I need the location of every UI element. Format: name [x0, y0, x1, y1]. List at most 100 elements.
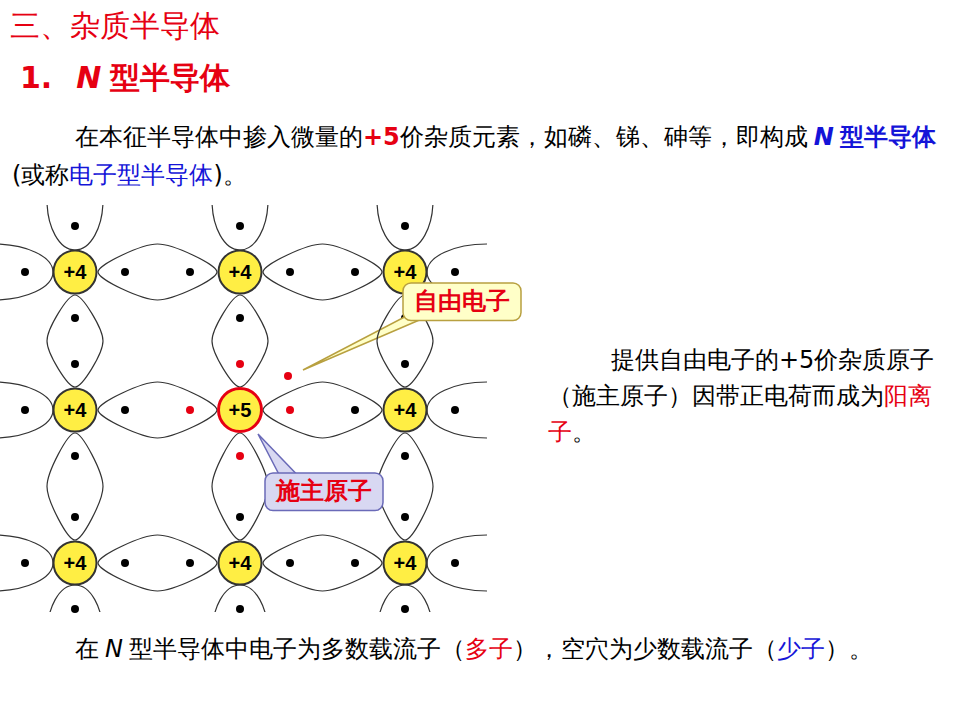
atom-circle: [384, 542, 427, 585]
electron-dot: [71, 513, 79, 521]
charge-label: +5: [229, 399, 252, 422]
electron-dot: [351, 268, 359, 276]
electron-dot: [401, 513, 409, 521]
atom-circle: [54, 251, 97, 294]
electron-dot: [286, 406, 294, 414]
charge-label: +4: [394, 261, 417, 284]
electron-dot: [236, 452, 244, 460]
body-text: 在本征半导体中掺入微量的: [75, 123, 363, 151]
covalent-bond: [377, 433, 433, 540]
note-text: 提供自由电子的+5价杂质原子（施主原子）因带正电荷而成为: [548, 346, 934, 410]
covalent-bond: [263, 244, 382, 300]
electron-dot: [121, 559, 129, 567]
electron-dot: [451, 406, 459, 414]
electron-dot: [21, 406, 29, 414]
atom-core: +4: [52, 540, 98, 586]
electron-dot: [236, 513, 244, 521]
body-text: +5: [363, 123, 400, 151]
bond-outline: [427, 382, 487, 438]
callout-text: 自由电子: [414, 288, 510, 316]
atom-core: +4: [52, 387, 98, 433]
electron-dot: [451, 268, 459, 276]
atom-circle: [219, 389, 262, 432]
electron-dot: [351, 406, 359, 414]
section-heading: 型半导体: [110, 60, 230, 95]
charge-label: +4: [229, 552, 252, 575]
atom-core: +4: [52, 249, 98, 295]
bond-outline: [0, 244, 53, 300]
electron-dot: [286, 559, 294, 567]
bond-outline: [47, 585, 103, 612]
electron-dot: [121, 268, 129, 276]
electron-dot: [121, 406, 129, 414]
slide-title: 三、杂质半导体: [10, 6, 220, 47]
electron-dot: [186, 559, 194, 567]
electron-dot: [401, 605, 409, 613]
body-text: 多子: [465, 635, 513, 663]
atom-core: +4: [217, 249, 263, 295]
atom-core: +4: [382, 387, 428, 433]
atom-circle: [384, 389, 427, 432]
electron-dot: [284, 372, 292, 380]
electron-dot: [186, 268, 194, 276]
body-text: N: [814, 123, 834, 151]
section-heading: 1.: [20, 60, 52, 95]
electron-dot: [21, 559, 29, 567]
bond-outline: [377, 585, 433, 612]
electron-dot: [401, 360, 409, 368]
body-text: (或称: [12, 161, 69, 189]
note-text: 。: [572, 418, 596, 446]
body-text: ）。: [825, 635, 873, 663]
covalent-bond: [263, 535, 382, 591]
callout-text: 施主原子: [276, 478, 372, 506]
body-text: )。: [213, 161, 246, 189]
electron-dot: [71, 222, 79, 230]
electron-dot: [21, 268, 29, 276]
electron-dot: [351, 559, 359, 567]
bond-outline: [0, 382, 53, 438]
covalent-bond: [212, 295, 268, 387]
electron-dot: [286, 268, 294, 276]
charge-label: +4: [394, 552, 417, 575]
charge-label: +4: [394, 399, 417, 422]
electron-dot: [71, 314, 79, 322]
charge-label: +4: [64, 261, 87, 284]
atom-core: +4: [217, 540, 263, 586]
body-text: 型半导体: [840, 123, 936, 151]
electron-dot: [236, 360, 244, 368]
body-text: 型半导体中电子为多数载流子（: [129, 635, 465, 663]
covalent-bond: [98, 244, 217, 300]
charge-label: +4: [64, 552, 87, 575]
body-text: 在: [75, 635, 99, 663]
bond-outline: [47, 205, 103, 250]
body-text: 电子型半导体: [69, 161, 213, 189]
electron-dot: [186, 406, 194, 414]
electron-dot: [236, 222, 244, 230]
covalent-bond: [98, 382, 217, 438]
atom-circle: [219, 251, 262, 294]
covalent-bond: [98, 535, 217, 591]
electron-dot: [451, 559, 459, 567]
electron-dot: [401, 222, 409, 230]
covalent-bond: [47, 433, 103, 540]
callout-shape: [265, 473, 383, 511]
charge-label: +4: [229, 261, 252, 284]
electron-dot: [401, 452, 409, 460]
callout-shape: [403, 283, 521, 321]
body-text: 价杂质元素，如磷、锑、砷等，即构成: [400, 123, 808, 151]
electron-dot: [71, 452, 79, 460]
bond-outline: [212, 205, 268, 250]
atom-circle: [219, 542, 262, 585]
atom-circle: [54, 389, 97, 432]
electron-dot: [236, 605, 244, 613]
atom-core: +5: [217, 387, 263, 433]
body-text: 少子: [777, 635, 825, 663]
bond-outline: [0, 535, 53, 591]
bond-outline: [377, 205, 433, 250]
covalent-bond: [212, 433, 268, 540]
electron-dot: [71, 605, 79, 613]
charge-label: +4: [64, 399, 87, 422]
body-text: N: [105, 635, 123, 663]
section-heading: N: [76, 60, 101, 95]
atom-circle: [54, 542, 97, 585]
